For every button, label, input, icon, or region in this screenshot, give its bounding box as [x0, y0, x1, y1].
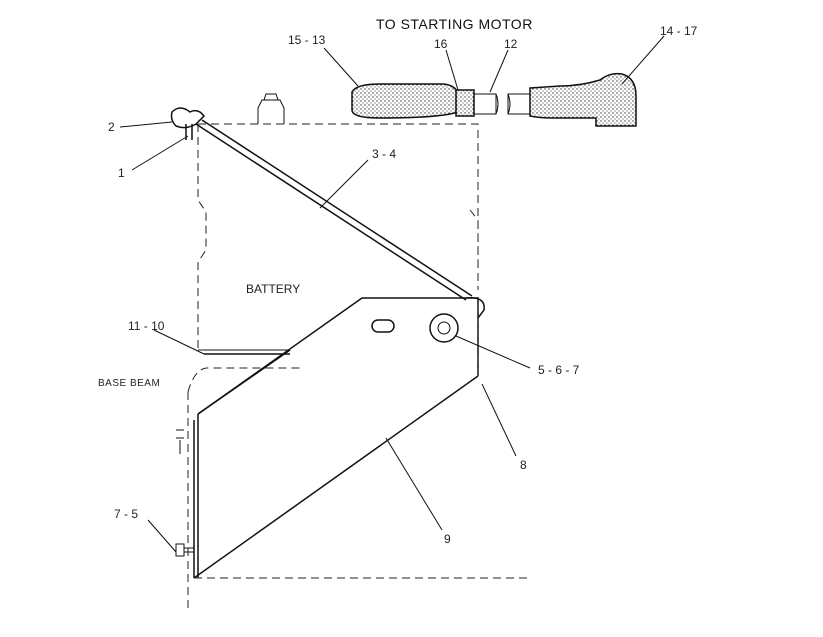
callout-14-17: 14 - 17 [660, 24, 698, 38]
bracket-slot [371, 319, 395, 333]
base-beam [187, 300, 530, 610]
callout-12: 12 [504, 37, 518, 51]
callout-5-6-7: 5 - 6 - 7 [538, 363, 580, 377]
battery-clamp-15-13 [351, 83, 459, 119]
battery-terminal-post [257, 93, 285, 124]
leader-5-6-7 [455, 335, 531, 369]
cable-12-left [473, 93, 497, 115]
callout-15-13: 15 - 13 [288, 33, 326, 47]
diagram-title: TO STARTING MOTOR [376, 16, 533, 32]
beam-bolt-lower [175, 543, 194, 557]
callout-11-10: 11 - 10 [128, 319, 165, 333]
battery-tray-bracket [193, 297, 485, 579]
base-beam-label: BASE BEAM [98, 378, 160, 389]
callout-16: 16 [434, 37, 448, 51]
callout-7-5: 7 - 5 [114, 507, 138, 521]
leader-14-17 [621, 35, 665, 85]
hold-down-rod [195, 119, 473, 301]
leader-3-4 [319, 159, 369, 209]
cable-12-right [507, 93, 531, 115]
callout-1: 1 [118, 166, 125, 180]
starter-cable [351, 72, 637, 127]
starter-terminal-14-17 [529, 72, 637, 127]
tray-bottom [204, 349, 290, 355]
leader-1 [131, 135, 189, 171]
leader-9 [385, 437, 443, 531]
mounting-bolt [429, 313, 459, 343]
callout-3-4: 3 - 4 [372, 147, 396, 161]
leader-11-10 [153, 329, 205, 355]
leader-7-5 [147, 519, 177, 553]
leader-8 [481, 383, 517, 457]
leader-16 [445, 49, 459, 91]
beam-bolt-upper [176, 429, 184, 454]
cable-sleeve-16 [455, 89, 475, 117]
leader-12 [489, 49, 509, 93]
callout-8: 8 [520, 458, 527, 472]
callout-9: 9 [444, 532, 451, 546]
leader-15-13 [323, 47, 359, 87]
leader-2 [119, 121, 173, 128]
callout-2: 2 [108, 120, 115, 134]
battery-label: BATTERY [246, 282, 300, 296]
